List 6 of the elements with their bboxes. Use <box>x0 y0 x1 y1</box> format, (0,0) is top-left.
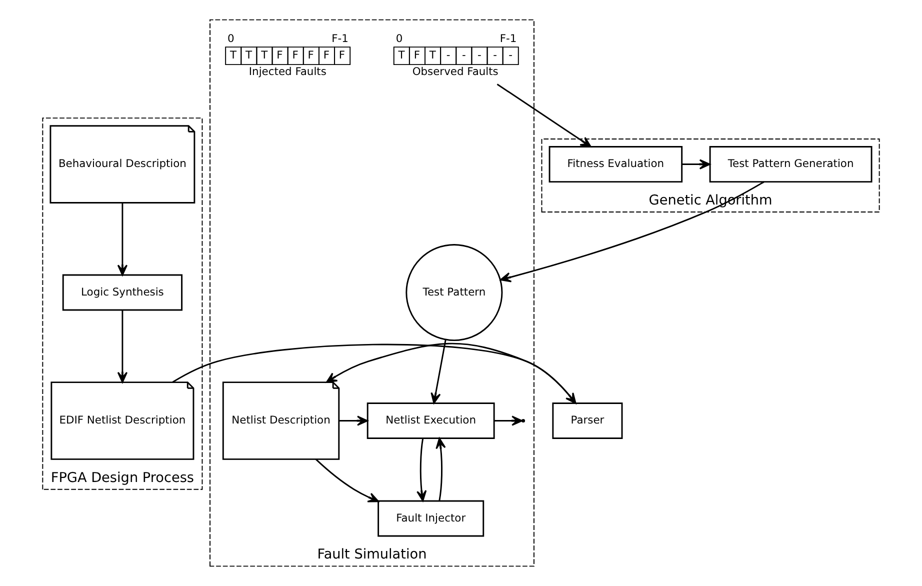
node-label: F-1 <box>500 32 517 45</box>
node-label: 0 <box>228 32 234 45</box>
node-label: F-1 <box>332 32 348 45</box>
node-label: Injected Faults <box>248 65 326 78</box>
node-label: Observed Faults <box>412 65 498 78</box>
node-label: 0 <box>396 32 403 45</box>
